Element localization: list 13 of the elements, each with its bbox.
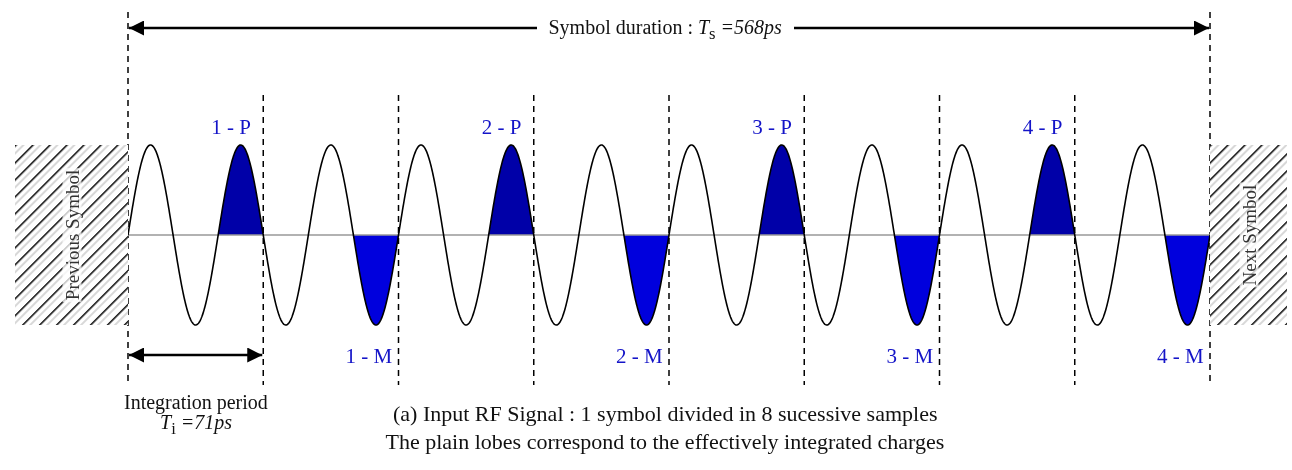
sample-label: 4 - M — [1157, 346, 1204, 367]
sample-label: 3 - M — [886, 346, 934, 367]
symbol-label: Next Symbol — [1239, 182, 1258, 288]
dimension-label: Integration period — [124, 392, 268, 412]
sample-label: 2 - P — [481, 117, 522, 138]
sample-label: 2 - M — [616, 346, 663, 367]
caption-text: The plain lobes correspond to the effectively integrated charges — [385, 431, 945, 453]
sample-label: 1 - M — [345, 346, 393, 367]
symbol-label: Previous Symbol — [62, 167, 81, 303]
sample-label: 1 - P — [211, 117, 251, 138]
sample-label: 3 - P — [752, 117, 792, 138]
caption-text: (a) Input RF Signal : 1 symbol divided in 8 sucessive samples — [393, 403, 938, 425]
sample-label: 4 - P — [1022, 117, 1063, 138]
